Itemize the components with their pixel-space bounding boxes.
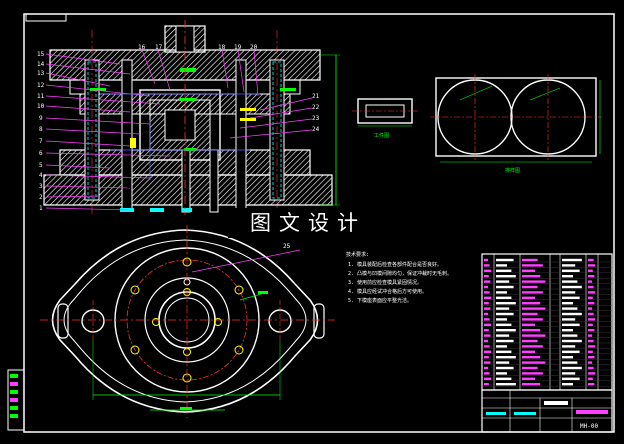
top-tab (25, 13, 67, 22)
part-numbers-top: 16 17 18 19 20 (138, 44, 258, 51)
part-no: 4 (39, 172, 43, 179)
part-no: 20 (250, 44, 258, 51)
drawing-number: MH-00 (580, 423, 598, 430)
plan-view: 25 (40, 225, 335, 418)
part-no: 9 (39, 115, 43, 122)
part-no: 15 (37, 51, 45, 58)
part-no: 21 (312, 93, 320, 100)
part-no: 17 (155, 44, 163, 51)
part-no: 6 (39, 150, 43, 157)
callout-label: 25 (283, 243, 291, 250)
part-no: 2 (39, 194, 43, 201)
technical-requirements: 技术要求: 1. 模具装配后检查各部件配合是否良好。 2. 凸模与凹模间隙均匀，… (346, 251, 452, 304)
part-no: 12 (37, 82, 45, 89)
part-no: 24 (312, 126, 320, 133)
part-no: 16 (138, 44, 146, 51)
part-no: 8 (39, 126, 43, 133)
part-no: 22 (312, 104, 320, 111)
part-numbers-left: 15 14 13 12 11 10 9 8 7 6 5 4 3 2 1 (37, 51, 45, 212)
part-numbers-right: 21 22 23 24 (312, 93, 320, 133)
layout-label: 排样图 (505, 167, 520, 174)
tech-req-title: 技术要求: (346, 251, 369, 258)
left-margin-strip (7, 369, 25, 431)
sheet-border (23, 13, 615, 433)
part-no: 10 (37, 103, 45, 110)
tech-req-item: 2. 凸模与凹模间隙均匀，保证冲裁时无毛刺。 (348, 270, 452, 277)
part-no: 1 (39, 205, 43, 212)
workpiece-view: 工件图 (352, 98, 418, 139)
part-no: 23 (312, 115, 320, 122)
part-no: 7 (39, 138, 43, 145)
part-no: 19 (234, 44, 242, 51)
part-no: 5 (39, 162, 43, 169)
part-no: 11 (37, 93, 45, 100)
part-no: 14 (37, 61, 45, 68)
front-section-view (43, 20, 340, 215)
title-block: MH-00 (481, 389, 613, 433)
part-no: 3 (39, 183, 43, 190)
tech-req-item: 1. 模具装配后检查各部件配合是否良好。 (348, 261, 442, 268)
strip-layout-view: 排样图 (430, 74, 602, 174)
left-leaders (45, 49, 313, 211)
guide-lines (100, 93, 260, 180)
watermark: 图文设计 (228, 208, 388, 238)
workpiece-label: 工件图 (374, 132, 389, 139)
parts-list (481, 253, 613, 391)
part-no: 18 (218, 44, 226, 51)
tech-req-item: 5. 下模座表面应平整光洁。 (348, 297, 412, 304)
part-no: 13 (37, 70, 45, 77)
tech-req-item: 3. 使用前应检查模具紧固情况。 (348, 279, 422, 286)
tech-req-item: 4. 模具应经试冲合格后方可使用。 (348, 288, 427, 295)
